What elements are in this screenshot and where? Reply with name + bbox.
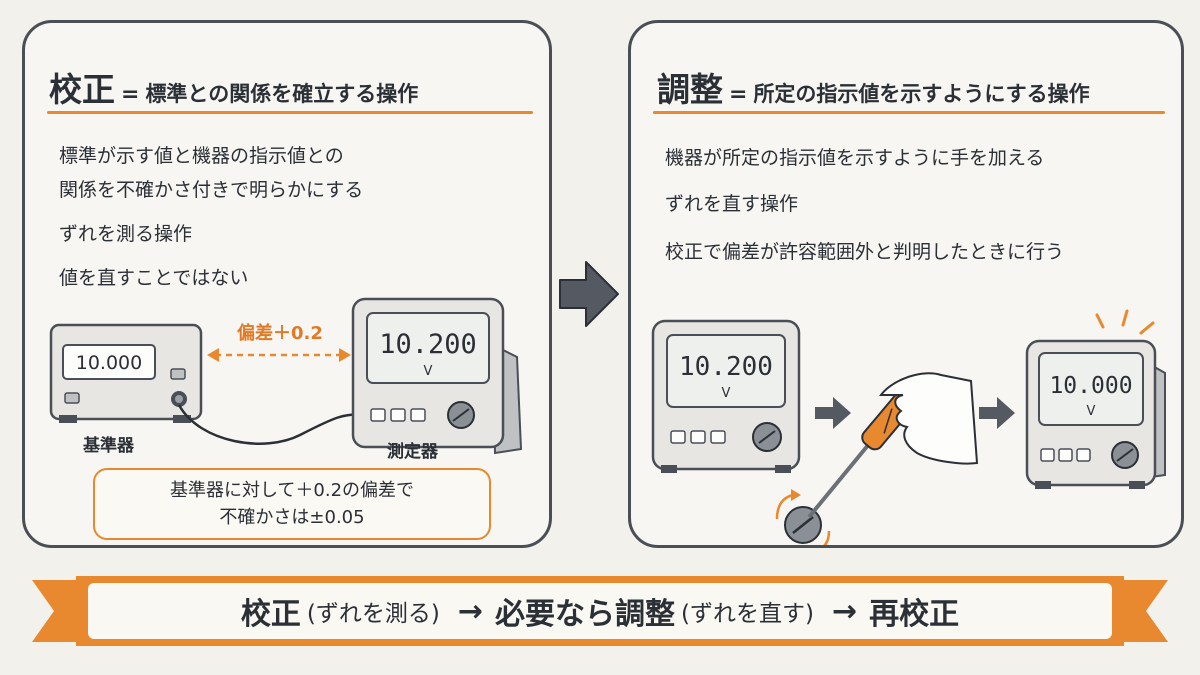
flow-arrow-icon bbox=[979, 397, 1015, 429]
calibration-line-3: ずれを測る操作 bbox=[59, 223, 193, 245]
reference-display: 10.000 bbox=[76, 352, 142, 374]
calibration-panel: 校正=標準との関係を確立する操作 標準が示す値と機器の指示値との 関係を不確かさ… bbox=[22, 20, 552, 548]
heading-underline bbox=[653, 111, 1165, 114]
flow-arrow-icon bbox=[815, 397, 851, 429]
calibration-line-4: 値を直すことではない bbox=[59, 267, 249, 289]
offset-arrow-icon bbox=[207, 348, 351, 362]
equals-sign: = bbox=[121, 82, 140, 107]
arrow-1: → bbox=[457, 593, 483, 629]
calibration-title: 校正 bbox=[49, 70, 115, 109]
note-line-2: 不確かさは±0.05 bbox=[219, 507, 365, 528]
calibration-line-1: 標準が示す値と機器の指示値との bbox=[59, 145, 344, 167]
adjustment-line-3: 校正で偏差が許容範囲外と判明したときに行う bbox=[665, 241, 1065, 263]
meter-label: 測定器 bbox=[387, 442, 438, 462]
calibration-subtitle: 標準との関係を確立する操作 bbox=[145, 82, 419, 106]
meter-icon: 10.200 V bbox=[651, 319, 801, 473]
adjustment-panel: 調整=所定の指示値を示すようにする操作 機器が所定の指示値を示すように手を加える… bbox=[628, 20, 1184, 548]
note-line-1: 基準器に対して＋0.2の偏差で bbox=[169, 480, 415, 501]
reference-label: 基準器 bbox=[83, 436, 134, 456]
step-adjustment: 必要なら調整 bbox=[495, 597, 675, 632]
adjustment-subtitle: 所定の指示値を示すようにする操作 bbox=[753, 82, 1090, 106]
meter-unit: V bbox=[424, 364, 433, 379]
arrow-2: → bbox=[831, 593, 858, 629]
process-banner: 校正 (ずれを測る) → 必要なら調整 (ずれを直す) → 再校正 bbox=[32, 574, 1168, 648]
adjustment-illustration: 10.200 V bbox=[651, 309, 1166, 545]
calibration-heading: 校正=標準との関係を確立する操作 bbox=[49, 63, 418, 111]
adjustment-heading: 調整=所定の指示値を示すようにする操作 bbox=[657, 63, 1090, 111]
rotate-arrows-icon bbox=[775, 489, 831, 545]
calibration-line-2: 関係を不確かさ付きで明らかにする bbox=[59, 179, 364, 201]
meter-display: 10.200 bbox=[379, 329, 477, 360]
step-recalibration: 再校正 bbox=[869, 597, 960, 632]
ribbon-shape bbox=[32, 576, 1168, 646]
calibration-result-note: 基準器に対して＋0.2の偏差で 不確かさは±0.05 bbox=[93, 468, 491, 540]
step-adjustment-note: (ずれを直す) bbox=[681, 601, 814, 627]
flow-arrow-icon bbox=[559, 261, 619, 327]
meter-icon: 10.200 V bbox=[351, 297, 523, 455]
after-unit: V bbox=[1087, 404, 1096, 419]
hand-icon bbox=[878, 372, 979, 465]
before-display: 10.200 bbox=[679, 352, 773, 382]
meter-icon: 10.000 V bbox=[1025, 309, 1166, 489]
calibration-illustration: 10.000 10.200 V bbox=[49, 297, 523, 455]
reference-instrument-icon: 10.000 bbox=[49, 323, 203, 423]
before-unit: V bbox=[722, 386, 731, 401]
adjustment-line-2: ずれを直す操作 bbox=[665, 193, 799, 215]
step-calibration-note: (ずれを測る) bbox=[306, 601, 440, 627]
process-summary: 校正 (ずれを測る) → 必要なら調整 (ずれを直す) → 再校正 bbox=[32, 574, 1168, 648]
step-calibration: 校正 bbox=[240, 597, 301, 632]
after-display: 10.000 bbox=[1049, 373, 1132, 399]
equals-sign: = bbox=[729, 82, 748, 107]
offset-label: 偏差＋0.2 bbox=[237, 323, 323, 344]
heading-underline bbox=[47, 111, 533, 114]
adjustment-title: 調整 bbox=[657, 70, 723, 109]
adjustment-line-1: 機器が所定の指示値を示すように手を加える bbox=[665, 147, 1045, 169]
